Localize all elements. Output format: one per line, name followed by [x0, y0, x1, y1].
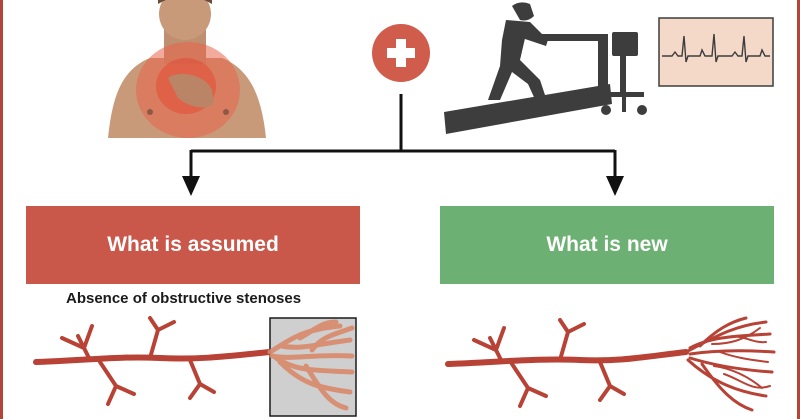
- artery-left-icon: [33, 316, 273, 406]
- ecg-cart-icon: [601, 32, 647, 115]
- right-border: [797, 0, 800, 419]
- treadmill-stress-test-icon: [444, 2, 612, 134]
- what-is-new-box: What is new: [440, 206, 774, 284]
- what-is-new-label: What is new: [546, 233, 668, 256]
- arrow-right-icon: [606, 176, 624, 196]
- ecg-monitor-icon: [658, 17, 774, 87]
- artery-right-icon: [445, 318, 689, 408]
- connector-lines: [189, 94, 617, 176]
- arrow-left-icon: [182, 176, 200, 196]
- plus-icon: [372, 24, 430, 82]
- normal-microvasculature-box: [267, 317, 357, 417]
- what-is-assumed-box: What is assumed: [26, 206, 360, 284]
- what-is-assumed-label: What is assumed: [107, 233, 279, 256]
- dysfunctional-microvasculature-icon: [684, 316, 776, 412]
- left-border: [0, 0, 3, 419]
- stenoses-caption: Absence of obstructive stenoses: [66, 290, 302, 307]
- chest-pain-patient-icon: [108, 0, 266, 138]
